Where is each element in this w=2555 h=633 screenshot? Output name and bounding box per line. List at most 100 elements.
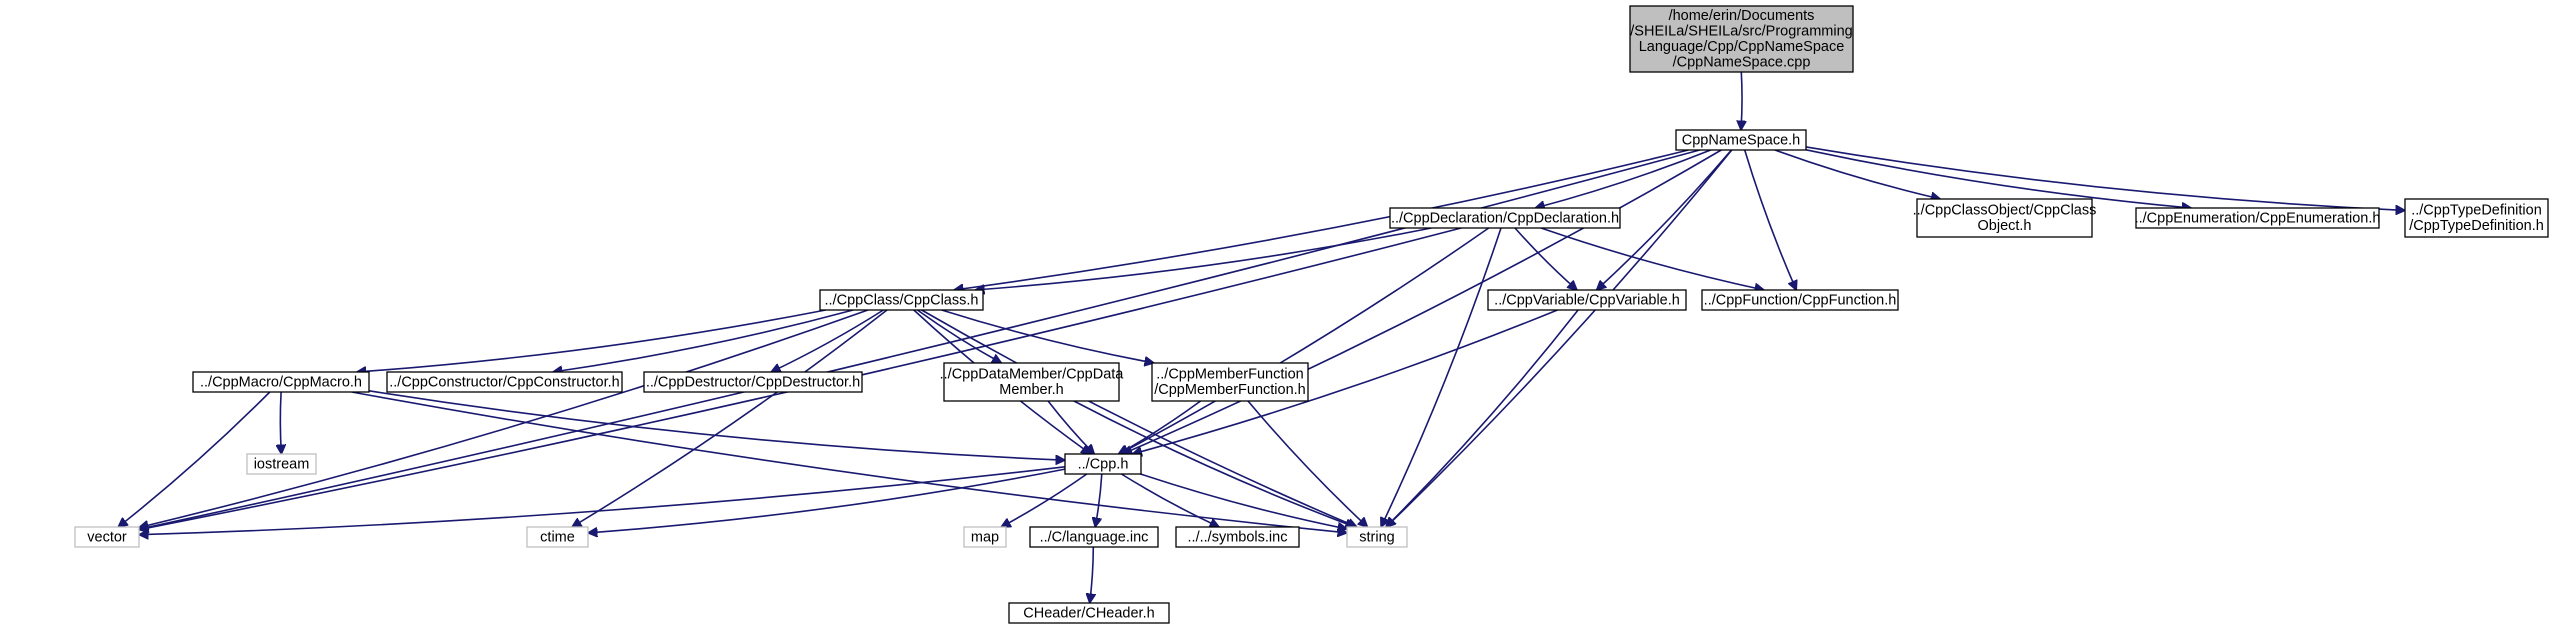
node-memberfunc[interactable]: ../CppMemberFunction/CppMemberFunction.h — [1151, 362, 1309, 402]
node-box-string — [1346, 526, 1408, 548]
node-cpp[interactable]: ../Cpp.h — [1064, 453, 1142, 475]
node-label-var: ../CppVariable/CppVariable.h — [1494, 292, 1680, 308]
node-label-lang: ../C/language.inc — [1040, 529, 1149, 545]
node-ctor[interactable]: ../CppConstructor/CppConstructor.h — [386, 371, 623, 393]
edge-cpp-to-symbols — [1120, 473, 1219, 527]
edge-ns-to-string — [1386, 149, 1733, 527]
edge-lang-to-cheader — [1090, 546, 1094, 603]
node-root[interactable]: /home/erin/Documents/SHEILa/SHEILa/src/P… — [1629, 5, 1854, 73]
node-label-memberfunc: ../CppMemberFunction — [1156, 367, 1303, 383]
node-label-root: /SHEILa/SHEILa/src/Programming — [1630, 24, 1852, 40]
edge-cpp-to-lang — [1095, 473, 1103, 527]
node-label-class: ../CppClass/CppClass.h — [825, 292, 979, 308]
node-map: map — [963, 526, 1007, 548]
edge-cpp-to-vector — [139, 466, 1066, 535]
edge-datamember-to-cpp — [1047, 400, 1094, 454]
edge-decl-to-class — [975, 227, 1432, 290]
edge-ns-to-func — [1743, 149, 1797, 290]
edge-ns-to-var — [1597, 149, 1733, 290]
node-label-vector: vector — [87, 529, 127, 545]
edge-class-to-macro — [357, 309, 826, 372]
node-label-root: /home/erin/Documents — [1669, 8, 1815, 24]
node-class[interactable]: ../CppClass/CppClass.h — [819, 289, 984, 311]
edge-ns-to-cpp — [1123, 149, 1722, 454]
node-enum[interactable]: ../CppEnumeration/CppEnumeration.h — [2135, 207, 2381, 229]
edge-cpp-to-ctime — [588, 468, 1066, 533]
edge-macro-to-vector — [118, 391, 271, 527]
edge-ns-to-class — [954, 149, 1689, 290]
node-label-cheader: CHeader/CHeader.h — [1023, 605, 1154, 621]
node-box-root — [1629, 5, 1854, 73]
edge-cpp-to-map — [1001, 473, 1088, 527]
node-label-map: map — [971, 529, 999, 545]
node-box-func — [1701, 289, 1899, 311]
node-box-dtor — [643, 371, 863, 393]
node-box-class — [819, 289, 984, 311]
edges-layer — [118, 71, 2405, 603]
edge-class-to-memberfunc — [941, 309, 1154, 363]
node-symbols[interactable]: ../../symbols.inc — [1175, 526, 1300, 548]
edge-var-to-string — [1386, 309, 1579, 527]
edge-ns-to-decl — [1535, 149, 1711, 208]
node-var[interactable]: ../CppVariable/CppVariable.h — [1487, 289, 1687, 311]
node-macro[interactable]: ../CppMacro/CppMacro.h — [192, 371, 370, 393]
node-box-typedef — [2404, 198, 2549, 238]
nodes-layer: /home/erin/Documents/SHEILa/SHEILa/src/P… — [74, 5, 2549, 624]
edge-decl-to-func — [1540, 227, 1764, 290]
node-label-datamember: ../CppDataMember/CppData — [940, 367, 1125, 383]
node-datamember[interactable]: ../CppDataMember/CppDataMember.h — [940, 362, 1125, 402]
edge-ns-to-classobj — [1774, 149, 1941, 199]
edge-datamember-to-string — [1073, 400, 1355, 527]
node-lang[interactable]: ../C/language.inc — [1029, 526, 1159, 548]
edge-class-to-string — [921, 309, 1357, 527]
node-box-datamember — [943, 362, 1120, 402]
node-label-cpp: ../Cpp.h — [1078, 456, 1129, 472]
edge-ns-to-typedef — [1805, 146, 2405, 211]
edge-class-to-ctime — [572, 309, 888, 527]
node-label-classobj: Object.h — [1978, 218, 2032, 234]
edge-cpp-to-string — [1140, 473, 1348, 529]
edge-class-to-datamember — [916, 309, 1001, 363]
node-box-cheader — [1008, 602, 1170, 624]
node-box-enum — [2135, 207, 2380, 229]
edge-decl-to-cpp — [1119, 227, 1490, 454]
node-vector: vector — [74, 526, 140, 548]
edge-decl-to-var — [1514, 227, 1577, 290]
node-func[interactable]: ../CppFunction/CppFunction.h — [1701, 289, 1899, 311]
node-label-root: /CppNameSpace.cpp — [1673, 55, 1811, 71]
node-decl[interactable]: ../CppDeclaration/CppDeclaration.h — [1389, 207, 1621, 229]
node-label-ns: CppNameSpace.h — [1682, 132, 1801, 148]
node-label-ctor: ../CppConstructor/CppConstructor.h — [389, 374, 620, 390]
node-label-root: Language/Cpp/CppNameSpace — [1639, 39, 1845, 55]
node-typedef[interactable]: ../CppTypeDefinition/CppTypeDefinition.h — [2404, 198, 2549, 238]
node-dtor[interactable]: ../CppDestructor/CppDestructor.h — [643, 371, 863, 393]
node-label-dtor: ../CppDestructor/CppDestructor.h — [646, 374, 860, 390]
node-box-vector — [74, 526, 140, 548]
node-box-map — [963, 526, 1007, 548]
node-label-macro: ../CppMacro/CppMacro.h — [200, 374, 362, 390]
node-box-lang — [1029, 526, 1159, 548]
edge-class-to-dtor — [771, 309, 884, 372]
edge-macro-to-string — [351, 391, 1347, 533]
edge-class-to-vector — [139, 309, 869, 528]
node-box-decl — [1389, 207, 1621, 229]
node-box-cpp — [1064, 453, 1142, 475]
node-label-enum: ../CppEnumeration/CppEnumeration.h — [2135, 210, 2381, 226]
node-box-ns — [1675, 129, 1807, 151]
node-classobj[interactable]: ../CppClassObject/CppClassObject.h — [1913, 198, 2097, 238]
node-label-datamember: Member.h — [999, 382, 1063, 398]
node-box-classobj — [1916, 198, 2093, 238]
edge-memberfunc-to-string — [1247, 400, 1368, 527]
node-ns[interactable]: CppNameSpace.h — [1675, 129, 1807, 151]
node-label-classobj: ../CppClassObject/CppClass — [1913, 203, 2097, 219]
edge-macro-to-cpp — [368, 390, 1065, 460]
node-string: string — [1346, 526, 1408, 548]
node-label-iostream: iostream — [254, 456, 310, 472]
edge-ns-to-vector — [139, 149, 1701, 529]
edge-var-to-cpp — [1133, 309, 1558, 454]
node-iostream: iostream — [246, 453, 317, 475]
node-cheader[interactable]: CHeader/CHeader.h — [1008, 602, 1170, 624]
edge-memberfunc-to-cpp — [1119, 400, 1202, 454]
node-label-typedef: /CppTypeDefinition.h — [2409, 218, 2544, 234]
edge-decl-to-string — [1381, 227, 1502, 527]
